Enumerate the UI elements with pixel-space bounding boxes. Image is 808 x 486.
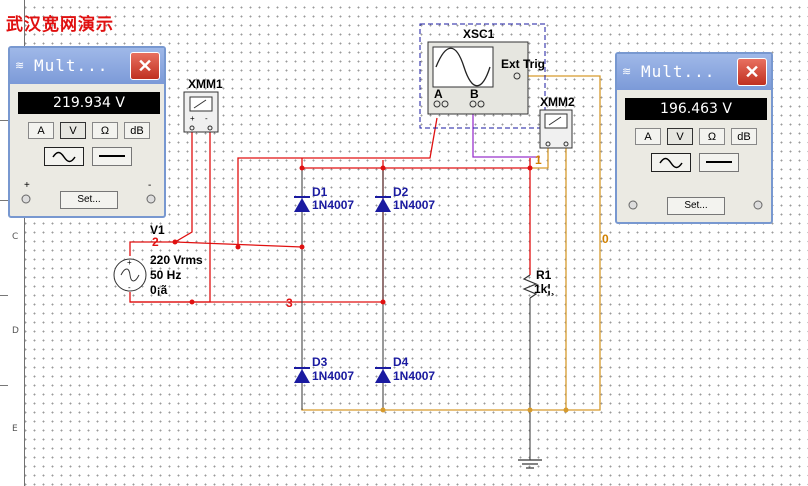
ruler-tick bbox=[0, 385, 8, 386]
close-icon[interactable]: ✕ bbox=[130, 52, 160, 80]
node-2-label: 2 bbox=[152, 235, 159, 249]
plus-terminal-label: + bbox=[24, 180, 30, 191]
r1-value-label: 1k¦¸ bbox=[534, 282, 555, 296]
junction-dots bbox=[172, 165, 533, 305]
ohmmeter-button[interactable]: Ω bbox=[92, 122, 118, 139]
plus-terminal-icon bbox=[628, 200, 638, 210]
scope-channel-b-label: B bbox=[470, 87, 479, 101]
d4-model-label: 1N4007 bbox=[393, 369, 435, 383]
multimeter-icon: ≋ bbox=[15, 60, 25, 72]
v1-frequency-label: 50 Hz bbox=[150, 268, 181, 282]
xsc1-selection-box bbox=[419, 23, 546, 129]
demo-watermark: 武汉宽网演示 bbox=[6, 15, 114, 35]
sine-wave-icon bbox=[659, 157, 683, 169]
d4-label: D4 bbox=[393, 355, 409, 369]
v1-phase-label: 0¡ã bbox=[150, 283, 168, 297]
minus-terminal-icon bbox=[753, 200, 763, 210]
ohmmeter-button[interactable]: Ω bbox=[699, 128, 725, 145]
scope-channel-a-label: A bbox=[434, 87, 443, 101]
voltmeter-button[interactable]: V bbox=[667, 128, 693, 145]
dc-line-icon bbox=[99, 155, 125, 157]
d1-label: D1 bbox=[312, 185, 328, 199]
svg-text:+: + bbox=[127, 258, 132, 267]
ground-icon bbox=[518, 459, 542, 469]
xmm2-instrument-icon[interactable] bbox=[539, 109, 573, 149]
decibel-button[interactable]: dB bbox=[124, 122, 150, 139]
wire-purple bbox=[472, 112, 540, 158]
ammeter-button[interactable]: A bbox=[635, 128, 661, 145]
ruler-label-e: E bbox=[12, 424, 18, 434]
v1-voltage-label: 220 Vrms bbox=[150, 253, 203, 267]
node-1-label: 1 bbox=[535, 153, 542, 167]
ruler-tick bbox=[0, 295, 8, 296]
multimeter-2-window[interactable]: ≋ Mult... ✕ 196.463 V A V Ω dB Set... bbox=[615, 52, 773, 224]
ruler-label-d: D bbox=[12, 326, 19, 336]
v1-ac-source-icon[interactable]: +- bbox=[113, 258, 147, 292]
d3-label: D3 bbox=[312, 355, 328, 369]
d2-diode-icon[interactable] bbox=[375, 196, 391, 212]
decibel-button[interactable]: dB bbox=[731, 128, 757, 145]
svg-text:-: - bbox=[128, 283, 131, 292]
sine-wave-icon bbox=[52, 151, 76, 163]
scope-ext-trig-label: Ext Trig bbox=[501, 57, 545, 71]
ruler-label-c: C bbox=[12, 232, 19, 242]
multimeter-1-titlebar[interactable]: ≋ Mult... ✕ bbox=[10, 48, 164, 84]
ac-mode-button[interactable] bbox=[44, 147, 84, 166]
junction-dots-orange bbox=[380, 407, 569, 413]
xmm1-instrument-icon[interactable]: +- bbox=[183, 91, 219, 133]
close-icon[interactable]: ✕ bbox=[737, 58, 767, 86]
ac-mode-button[interactable] bbox=[651, 153, 691, 172]
multimeter-1-title: Mult... bbox=[34, 56, 109, 75]
d1-model-label: 1N4007 bbox=[312, 198, 354, 212]
multimeter-1-display: 219.934 V bbox=[18, 92, 160, 114]
node-0-label: 0 bbox=[602, 232, 609, 246]
d2-model-label: 1N4007 bbox=[393, 198, 435, 212]
plus-terminal-icon bbox=[21, 194, 31, 204]
minus-terminal-label: - bbox=[148, 180, 152, 191]
dc-mode-button[interactable] bbox=[699, 153, 739, 172]
multimeter-2-title: Mult... bbox=[641, 62, 716, 81]
node-3-label: 3 bbox=[286, 296, 293, 310]
xmm1-label: XMM1 bbox=[188, 77, 223, 91]
ruler-tick bbox=[0, 200, 8, 201]
d2-label: D2 bbox=[393, 185, 409, 199]
svg-text:+: + bbox=[190, 114, 195, 123]
r1-resistor-icon[interactable] bbox=[522, 274, 538, 299]
voltmeter-button[interactable]: V bbox=[60, 122, 86, 139]
d4-diode-icon[interactable] bbox=[375, 367, 391, 383]
d3-model-label: 1N4007 bbox=[312, 369, 354, 383]
d3-diode-icon[interactable] bbox=[294, 367, 310, 383]
multimeter-2-titlebar[interactable]: ≋ Mult... ✕ bbox=[617, 54, 771, 90]
wires-red bbox=[129, 117, 531, 303]
xsc1-label: XSC1 bbox=[463, 27, 495, 41]
r1-label: R1 bbox=[536, 268, 552, 282]
ruler-tick bbox=[0, 120, 8, 121]
d1-diode-icon[interactable] bbox=[294, 196, 310, 212]
ammeter-button[interactable]: A bbox=[28, 122, 54, 139]
multimeter-icon: ≋ bbox=[622, 66, 632, 78]
v1-label: V1 bbox=[150, 223, 165, 237]
xmm2-label: XMM2 bbox=[540, 95, 575, 109]
dc-mode-button[interactable] bbox=[92, 147, 132, 166]
svg-text:-: - bbox=[205, 114, 208, 123]
minus-terminal-icon bbox=[146, 194, 156, 204]
set-button[interactable]: Set... bbox=[667, 197, 725, 215]
multimeter-1-window[interactable]: ≋ Mult... ✕ 219.934 V A V Ω dB + - Set..… bbox=[8, 46, 166, 218]
set-button[interactable]: Set... bbox=[60, 191, 118, 209]
xsc1-oscilloscope-icon[interactable] bbox=[427, 41, 529, 115]
dc-line-icon bbox=[706, 161, 732, 163]
multimeter-2-display: 196.463 V bbox=[625, 98, 767, 120]
